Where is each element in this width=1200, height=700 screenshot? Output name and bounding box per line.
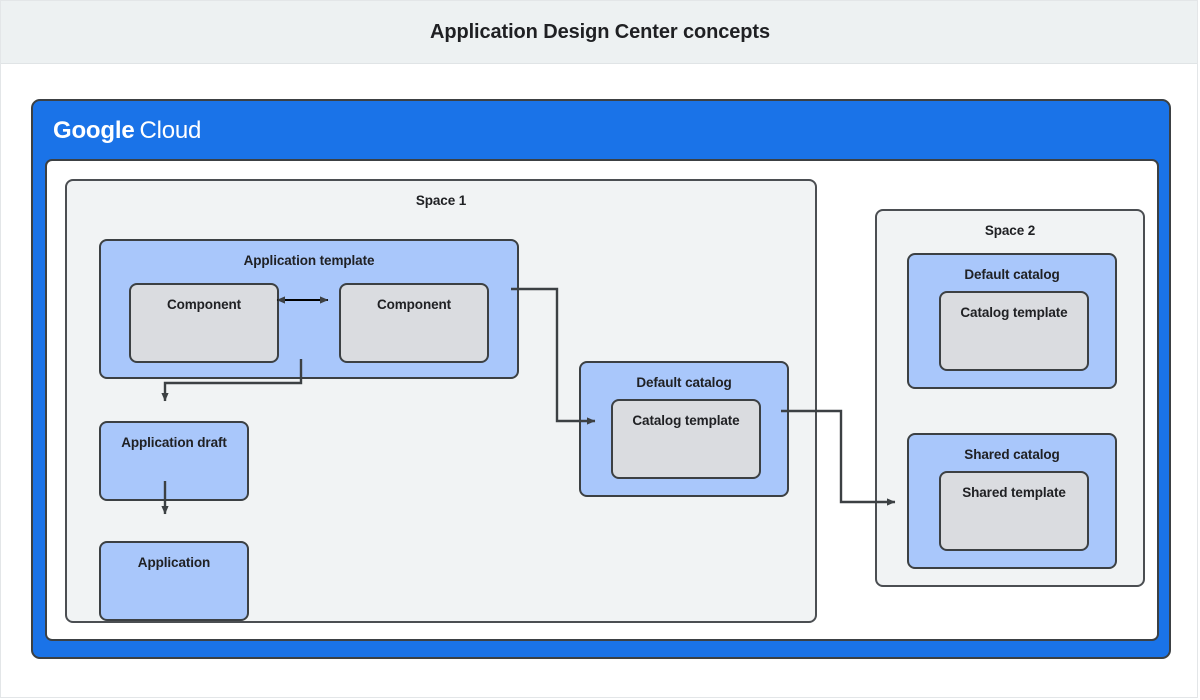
application-draft-box[interactable]: Application draft xyxy=(99,421,249,501)
shared-template-box-space-2[interactable]: Shared template xyxy=(939,471,1089,551)
application-label: Application xyxy=(137,555,211,570)
catalog-template-label-space-1: Catalog template xyxy=(632,413,740,428)
shared-template-label-space-2: Shared template xyxy=(962,485,1066,500)
application-box[interactable]: Application xyxy=(99,541,249,621)
space-2-label: Space 2 xyxy=(984,223,1036,238)
catalog-template-label-space-2: Catalog template xyxy=(960,305,1068,320)
catalog-template-box-space-1[interactable]: Catalog template xyxy=(611,399,761,479)
catalog-template-box-space-2[interactable]: Catalog template xyxy=(939,291,1089,371)
component-label-1: Component xyxy=(166,297,242,312)
space-1-container: Space 1 Application template Component C… xyxy=(65,179,817,623)
page-title: Application Design Center concepts xyxy=(430,21,770,43)
cloud-inner-panel: Space 1 Application template Component C… xyxy=(45,159,1159,641)
space-1-label: Space 1 xyxy=(415,193,467,208)
component-box-2[interactable]: Component xyxy=(339,283,489,363)
shared-catalog-box-space-2[interactable]: Shared catalog Shared template xyxy=(907,433,1117,569)
google-cloud-logo-primary: Google xyxy=(53,117,135,144)
space-2-container: Space 2 Default catalog Catalog template… xyxy=(875,209,1145,587)
application-draft-label: Application draft xyxy=(121,435,227,450)
header-band: Application Design Center concepts xyxy=(1,1,1197,64)
component-label-2: Component xyxy=(376,297,452,312)
application-template-label: Application template xyxy=(243,253,375,268)
default-catalog-box-space-1[interactable]: Default catalog Catalog template xyxy=(579,361,789,497)
shared-catalog-label-space-2: Shared catalog xyxy=(964,447,1060,462)
google-cloud-logo-secondary: Cloud xyxy=(139,117,202,144)
default-catalog-box-space-2[interactable]: Default catalog Catalog template xyxy=(907,253,1117,389)
component-box-1[interactable]: Component xyxy=(129,283,279,363)
application-template-box[interactable]: Application template Component Component xyxy=(99,239,519,379)
default-catalog-label-space-1: Default catalog xyxy=(636,375,732,390)
default-catalog-label-space-2: Default catalog xyxy=(964,267,1060,282)
